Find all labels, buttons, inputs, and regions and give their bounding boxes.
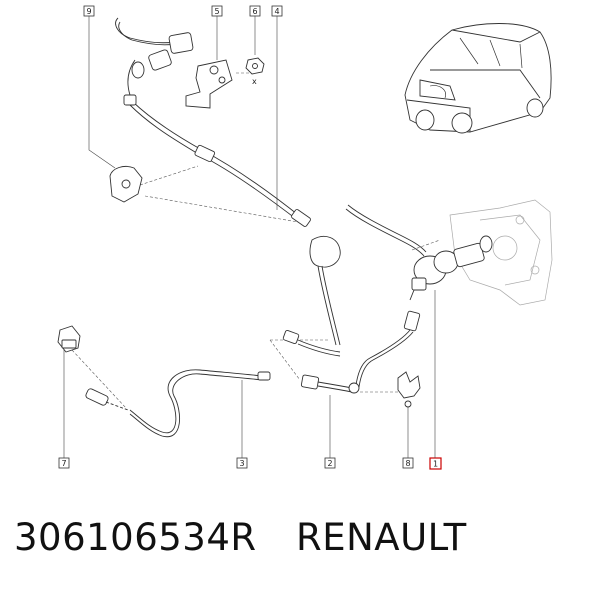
part-5-bracket <box>185 59 233 109</box>
callout-3-label: 3 <box>239 459 244 468</box>
assembly-guides <box>71 72 441 409</box>
callout-4-label: 4 <box>274 7 279 16</box>
part-2-pipe <box>282 330 360 394</box>
cable-4 <box>129 101 311 227</box>
part-1-slave-cylinder <box>345 204 493 301</box>
part-4-hose-loop <box>309 236 341 346</box>
callout-7-label: 7 <box>61 459 66 468</box>
callout-6[interactable]: 6 <box>249 5 261 17</box>
parts-diagram: 9 5 6 4 7 3 2 8 1 <box>57 5 553 470</box>
callout-1-label: 1 <box>433 460 438 469</box>
part-3-hose <box>129 369 271 438</box>
part-number: 306106534R <box>14 516 257 559</box>
cable-clip <box>109 165 143 203</box>
hose-connector-right <box>355 310 421 388</box>
callout-7[interactable]: 7 <box>58 457 70 469</box>
part-9-master-cylinder <box>115 17 194 106</box>
leader-lines <box>63 16 436 458</box>
car-illustration <box>404 23 552 134</box>
callout-6-label: 6 <box>252 7 257 16</box>
part-8-clip <box>397 371 421 408</box>
callout-5-label: 5 <box>214 7 219 16</box>
part-7-connector <box>57 325 81 353</box>
callout-1-highlighted[interactable]: 1 <box>429 457 442 470</box>
brand-name: RENAULT <box>296 516 467 559</box>
callout-4[interactable]: 4 <box>271 5 283 17</box>
callout-5[interactable]: 5 <box>211 5 223 17</box>
callout-9[interactable]: 9 <box>83 5 95 17</box>
part-6-nut <box>245 57 265 75</box>
hose-end-fitting <box>85 388 129 411</box>
callout-8[interactable]: 8 <box>402 457 414 469</box>
gearbox-housing-illustration <box>449 199 553 306</box>
washer-marker: x <box>252 77 257 86</box>
callout-3[interactable]: 3 <box>236 457 248 469</box>
callout-8-label: 8 <box>405 459 410 468</box>
callout-2-label: 2 <box>327 459 332 468</box>
callout-2[interactable]: 2 <box>324 457 336 469</box>
callout-9-label: 9 <box>86 7 91 16</box>
